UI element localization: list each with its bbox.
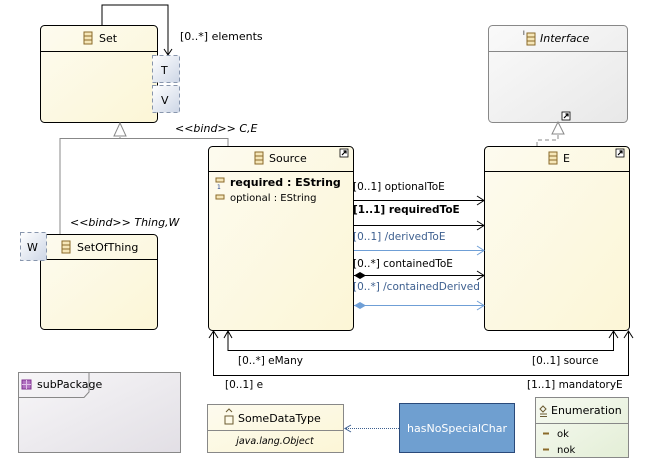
reference-label: [0..1] optionalToE [353, 181, 445, 193]
constraint-link[interactable] [344, 424, 399, 433]
required-marker: 1 [217, 184, 221, 191]
class-e[interactable]: E [484, 146, 630, 331]
param-label: T [160, 64, 168, 77]
shortcut-icon[interactable] [561, 111, 571, 121]
datatype-name: SomeDataType [238, 412, 321, 425]
reference-label: [0..*] /containedDerived [353, 281, 480, 293]
reference-label: [0..1] source [532, 355, 598, 367]
interface-marker: I [523, 30, 525, 37]
reference-label: [0..*] containedToE [353, 258, 453, 270]
template-param-t[interactable]: T [152, 55, 180, 83]
reference-optional-to-e[interactable]: [0..1] optionalToE [353, 181, 485, 206]
class-name: E [563, 152, 570, 165]
package-name: subPackage [37, 378, 103, 391]
template-param-v[interactable]: V [152, 85, 180, 113]
class-icon [254, 151, 264, 165]
class-source[interactable]: Source 1 required : EString optional : E… [208, 146, 354, 331]
constraint-name: hasNoSpecialChar [407, 422, 507, 435]
enum-literal-nok[interactable]: nok [543, 445, 575, 456]
literal-label: ok [557, 429, 569, 440]
datatype-some-data-type[interactable]: SomeDataType java.lang.Object [207, 404, 344, 453]
reference-contained-derived[interactable]: [0..*] /containedDerived [353, 281, 485, 311]
interface-realization[interactable] [536, 120, 565, 146]
param-label: W [27, 241, 38, 254]
class-icon [548, 151, 558, 165]
reference-required-to-e[interactable]: [1..1] requiredToE [353, 204, 485, 231]
reference-label: [0..1] e [225, 379, 263, 391]
constraint-has-no-special-char[interactable]: hasNoSpecialChar [399, 403, 515, 453]
enum-name: Enumeration [551, 404, 622, 417]
reference-contained-to-e[interactable]: [0..*] containedToE [353, 258, 485, 281]
literal-label: nok [557, 445, 575, 456]
attribute-label: required : EString [230, 176, 341, 189]
datatype-icon [224, 408, 234, 425]
class-name: SetOfThing [77, 241, 138, 254]
reference-label: [1..1] requiredToE [353, 204, 460, 216]
enum-enumeration[interactable]: Enumeration ok nok [535, 397, 629, 458]
class-name: Interface [540, 32, 589, 45]
class-name: Set [99, 32, 118, 45]
class-icon [61, 240, 71, 254]
interface-icon [526, 32, 536, 46]
shortcut-icon[interactable] [339, 148, 349, 158]
bind-generalization[interactable]: <<bind>> C,E <<bind>> Thing,W [59, 121, 258, 234]
instance-class: java.lang.Object [234, 436, 315, 447]
param-label: V [161, 94, 169, 107]
package-icon [21, 379, 32, 390]
elements-reference[interactable]: [0..*] elements [101, 4, 263, 56]
class-interface[interactable]: I Interface [488, 25, 628, 123]
reference-derived-to-e[interactable]: [0..1] /derivedToE [353, 231, 485, 256]
elements-label: [0..*] elements [180, 30, 263, 43]
bind-thing-label: <<bind>> Thing,W [70, 216, 181, 229]
reference-label: [1..1] mandatoryE [527, 379, 623, 391]
class-set-of-thing[interactable]: SetOfThing [40, 234, 158, 330]
class-name: Source [269, 152, 307, 165]
enum-literal-ok[interactable]: ok [543, 429, 569, 440]
enumeration-icon [539, 405, 547, 417]
class-icon [83, 31, 93, 45]
attribute-label: optional : EString [230, 193, 316, 204]
shortcut-icon[interactable] [615, 148, 625, 158]
class-set[interactable]: Set [40, 25, 158, 123]
bind-ce-label: <<bind>> C,E [175, 122, 258, 135]
package-subpackage[interactable]: subPackage [18, 372, 181, 453]
reference-emany-source[interactable]: [0..*] eMany [0..1] source [223, 329, 619, 367]
attribute-required[interactable]: 1 required : EString [215, 176, 341, 191]
reference-label: [0..1] /derivedToE [353, 231, 446, 243]
reference-label: [0..*] eMany [238, 355, 303, 367]
attribute-optional[interactable]: optional : EString [215, 193, 316, 204]
template-param-w[interactable]: W [20, 232, 47, 261]
reference-e-mandatory[interactable]: [0..1] e [1..1] mandatoryE [208, 330, 634, 391]
